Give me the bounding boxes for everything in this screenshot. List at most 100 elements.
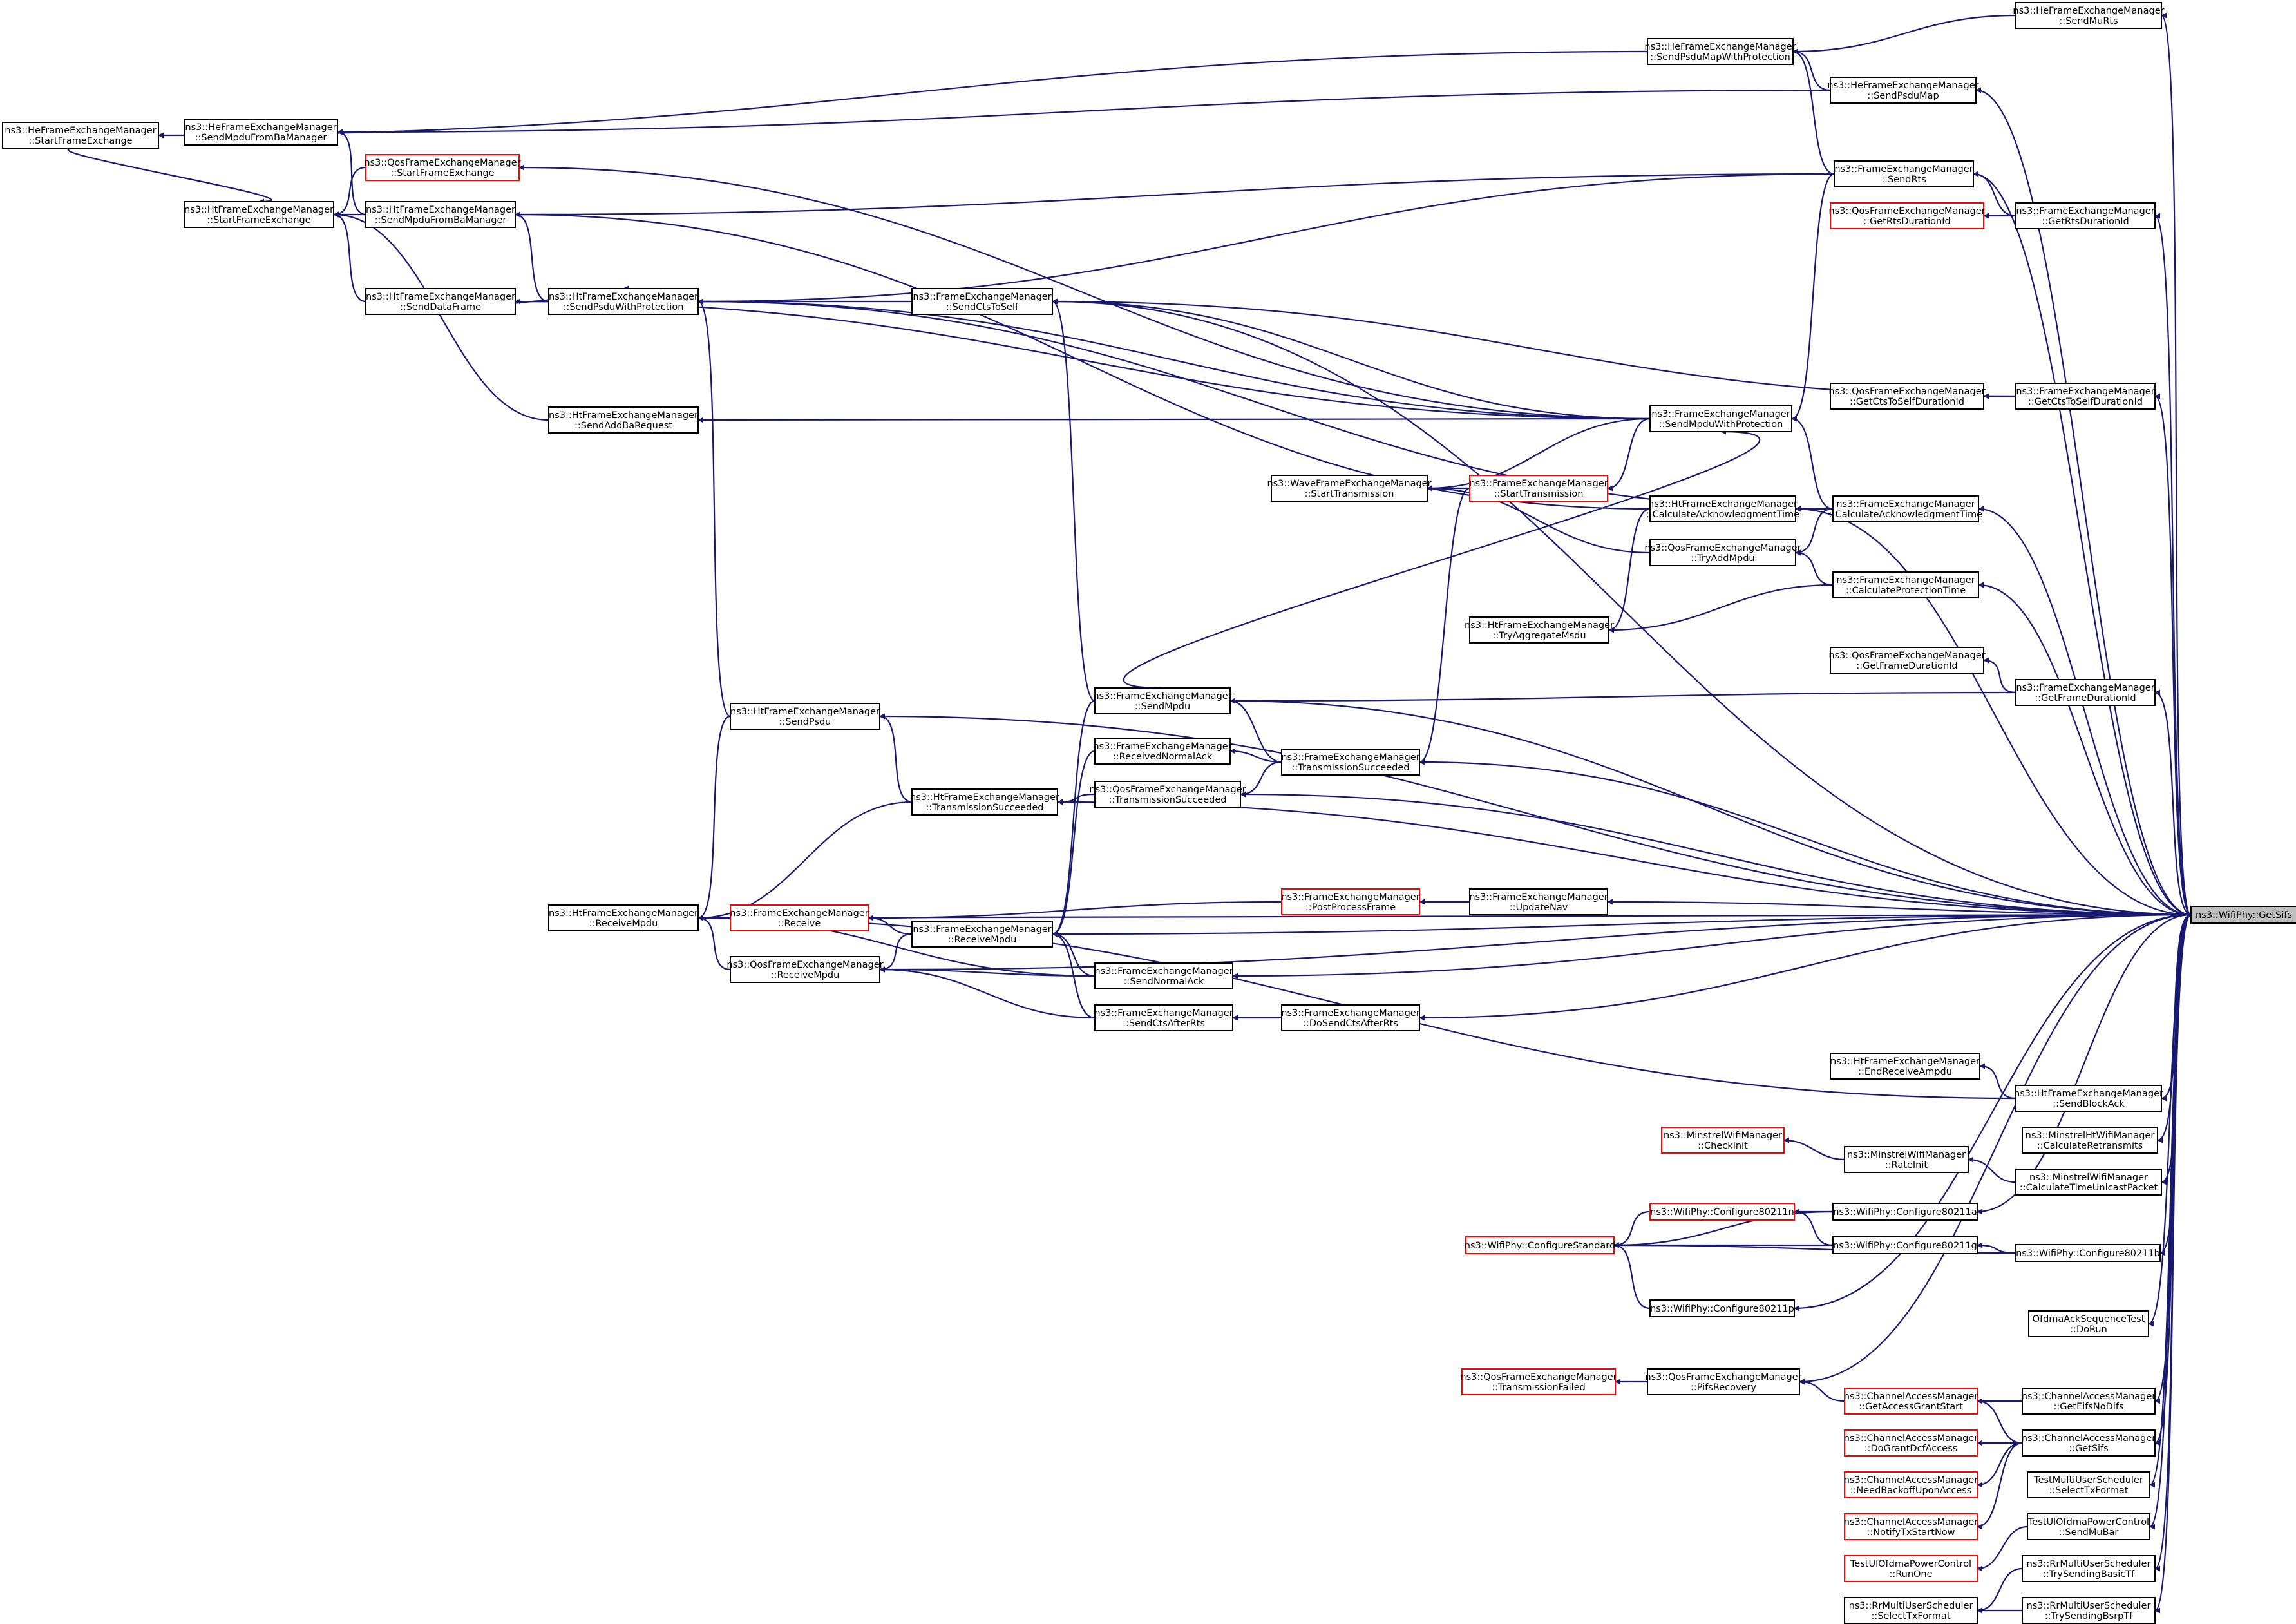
node-box[interactable] [365,154,520,181]
node-box[interactable] [1281,749,1420,776]
node-box[interactable] [1832,571,1979,598]
graph-node-minstrel-rateinit[interactable]: ns3::MinstrelWifiManager::RateInit [1844,1146,1969,1173]
graph-node-ht-senddataframe[interactable]: ns3::HtFrameExchangeManager::SendDataFra… [365,288,516,315]
node-box[interactable] [2015,1085,2162,1112]
graph-node-ht-sendpsduwithprotection[interactable]: ns3::HtFrameExchangeManager::SendPsduWit… [548,288,699,315]
node-box[interactable] [1830,77,1977,104]
node-box[interactable] [2015,1244,2161,1262]
graph-node-ht-tryaggregatemsdu[interactable]: ns3::HtFrameExchangeManager::TryAggregat… [1465,616,1614,644]
graph-node-fem-getrtsdurationid[interactable]: ns3::FrameExchangeManager::GetRtsDuratio… [2015,202,2156,229]
node-box[interactable] [1649,539,1796,566]
node-box[interactable] [365,201,516,228]
graph-node-ofdma-ack-sequence-test-dorun[interactable]: OfdmaAckSequenceTest::DoRun [2028,1310,2149,1337]
node-box[interactable] [1461,1368,1616,1395]
graph-node-qos-getrtsdurationid[interactable]: ns3::QosFrameExchangeManager::GetRtsDura… [1828,202,1986,229]
graph-node-rr-trysendingbasictf[interactable]: ns3::RrMultiUserScheduler::TrySendingBas… [2022,1555,2156,1582]
node-box[interactable] [1649,405,1792,432]
graph-node-fem-receivempdu[interactable]: ns3::FrameExchangeManager::ReceiveMpdu [911,921,1053,948]
graph-node-ht-calculateacknowledgmenttime[interactable]: ns3::HtFrameExchangeManager::CalculateAc… [1646,495,1799,522]
node-box[interactable] [1832,1203,1978,1221]
graph-node-cam-getsifs[interactable]: ns3::ChannelAccessManager::GetSifs [2022,1429,2156,1457]
graph-node-fem-postprocessframe[interactable]: ns3::FrameExchangeManager::PostProcessFr… [1281,888,1420,915]
graph-node-fem-transmissionsucceeded[interactable]: ns3::FrameExchangeManager::TransmissionS… [1281,749,1420,776]
node-box[interactable] [1647,1368,1800,1395]
graph-node-wifiphy-configure80211g[interactable]: ns3::WifiPhy::Configure80211g [1832,1236,1978,1254]
node-box[interactable] [1844,1471,1978,1498]
node-box[interactable] [1281,888,1420,915]
graph-node-ht-endreceiveampdu[interactable]: ns3::HtFrameExchangeManager::EndReceiveA… [1830,1053,1980,1080]
graph-node-cam-notifytxstartnow[interactable]: ns3::ChannelAccessManager::NotifyTxStart… [1844,1513,1978,1540]
node-box[interactable] [548,904,699,931]
graph-node-wifiphy-configure80211p[interactable]: ns3::WifiPhy::Configure80211p [1649,1299,1795,1317]
node-box[interactable] [911,788,1058,816]
node-box[interactable] [1830,647,1984,674]
graph-node-qos-tryaddmpdu[interactable]: ns3::QosFrameExchangeManager::TryAddMpdu [1644,539,1801,566]
graph-node-fem-dosendctsafterrts[interactable]: ns3::FrameExchangeManager::DoSendCtsAfte… [1281,1004,1420,1031]
graph-node-wifiphy-configure80211a[interactable]: ns3::WifiPhy::Configure80211a [1832,1203,1978,1221]
graph-node-wifiphy-configure80211b[interactable]: ns3::WifiPhy::Configure80211b [2015,1244,2161,1262]
node-box[interactable] [1469,475,1608,502]
graph-node-qos-receivempdu[interactable]: ns3::QosFrameExchangeManager::ReceiveMpd… [726,956,884,983]
node-box[interactable] [2027,1513,2150,1540]
graph-node-ht-sendblockack[interactable]: ns3::HtFrameExchangeManager::SendBlockAc… [2014,1085,2163,1112]
graph-node-fem-getframedurationid[interactable]: ns3::FrameExchangeManager::GetFrameDurat… [2015,679,2156,706]
graph-node-testmultiuserscheduler-selecttxformat[interactable]: TestMultiUserScheduler::SelectTxFormat [2027,1471,2150,1498]
graph-node-he-sendmpdufrombamanager[interactable]: ns3::HeFrameExchangeManager::SendMpduFro… [184,119,338,146]
node-box[interactable] [1094,962,1233,989]
graph-node-he-startframeexchange[interactable]: ns3::HeFrameExchangeManager::StartFrameE… [2,122,159,149]
graph-node-he-sendpsdumap[interactable]: ns3::HeFrameExchangeManager::SendPsduMap [1827,77,1979,104]
node-box[interactable] [2015,202,2156,229]
node-box[interactable] [1094,1004,1233,1031]
node-box[interactable] [1094,781,1241,808]
node-box[interactable] [1844,1429,1978,1457]
graph-node-fem-calculateprotectiontime[interactable]: ns3::FrameExchangeManager::CalculateProt… [1832,571,1979,598]
graph-node-wave-starttransmission[interactable]: ns3::WaveFrameExchangeManager::StartTran… [1267,475,1432,502]
node-box[interactable] [1844,1513,1978,1540]
graph-node-testulofdmapowercontrol-runone[interactable]: TestUlOfdmaPowerControl::RunOne [1844,1555,1978,1582]
graph-node-qos-getctstoselfdurationid[interactable]: ns3::QosFrameExchangeManager::GetCtsToSe… [1828,383,1986,410]
graph-node-qos-getframedurationid[interactable]: ns3::QosFrameExchangeManager::GetFrameDu… [1828,647,1986,674]
graph-node-qos-transmissionsucceeded[interactable]: ns3::QosFrameExchangeManager::Transmissi… [1089,781,1246,808]
graph-node-fem-sendmpduwithprotection[interactable]: ns3::FrameExchangeManager::SendMpduWithP… [1649,405,1792,432]
graph-node-fem-starttransmission[interactable]: ns3::FrameExchangeManager::StartTransmis… [1469,475,1608,502]
node-box[interactable] [184,119,338,146]
node-box[interactable] [730,904,869,931]
graph-node-minstrel-checkinit[interactable]: ns3::MinstrelWifiManager::CheckInit [1661,1127,1785,1154]
graph-node-he-sendmurts[interactable]: ns3::HeFrameExchangeManager::SendMuRts [2013,2,2165,29]
node-box[interactable] [2015,679,2156,706]
node-box[interactable] [548,288,699,315]
node-box[interactable] [184,201,334,228]
node-box[interactable] [1844,1146,1969,1173]
node-box[interactable] [2015,1169,2162,1196]
node-box[interactable] [1834,160,1974,187]
graph-node-ht-transmissionsucceeded[interactable]: ns3::HtFrameExchangeManager::Transmissio… [910,788,1059,816]
node-box[interactable] [2015,383,2156,410]
node-box[interactable] [1830,383,1984,410]
graph-node-rr-trysendingbsrptf[interactable]: ns3::RrMultiUserScheduler::TrySendingBsr… [2022,1597,2156,1624]
graph-node-fem-sendnormalack[interactable]: ns3::FrameExchangeManager::SendNormalAck [1094,962,1233,989]
node-box[interactable] [730,703,880,730]
node-box[interactable] [1271,475,1428,502]
node-box[interactable] [1661,1127,1785,1154]
node-box[interactable] [911,921,1053,948]
node-box[interactable] [911,288,1053,315]
graph-node-fem-sendrts[interactable]: ns3::FrameExchangeManager::SendRts [1834,160,1974,187]
node-box[interactable] [730,956,880,983]
node-box[interactable] [1094,738,1231,765]
graph-node-qos-startframeexchange[interactable]: ns3::QosFrameExchangeManager::StartFrame… [364,154,521,181]
node-box[interactable] [1469,888,1608,915]
node-box[interactable] [1649,1299,1795,1317]
graph-node-cam-geteifsnodifs[interactable]: ns3::ChannelAccessManager::GetEifsNoDifs [2022,1388,2156,1415]
graph-node-ht-receivempdu[interactable]: ns3::HtFrameExchangeManager::ReceiveMpdu [548,904,699,931]
node-box[interactable] [2022,1429,2156,1457]
node-box[interactable] [1844,1555,1978,1582]
graph-node-minstrelht-calculateretransmits[interactable]: ns3::MinstrelHtWifiManager::CalculateRet… [2022,1127,2158,1154]
graph-node-fem-calculateacknowledgmenttime[interactable]: ns3::FrameExchangeManager::CalculateAckn… [1829,495,1982,522]
graph-node-fem-getctstoselfdurationid[interactable]: ns3::FrameExchangeManager::GetCtsToSelfD… [2015,383,2156,410]
graph-node-testulofdmapowercontrol-sendmubar[interactable]: TestUlOfdmaPowerControl::SendMuBar [2027,1513,2150,1540]
node-box[interactable] [1465,1236,1615,1254]
node-box[interactable] [1647,38,1794,65]
node-box[interactable] [1281,1004,1420,1031]
node-box[interactable] [1844,1388,1978,1415]
graph-node-fem-receivednormalack[interactable]: ns3::FrameExchangeManager::ReceivedNorma… [1093,738,1232,765]
